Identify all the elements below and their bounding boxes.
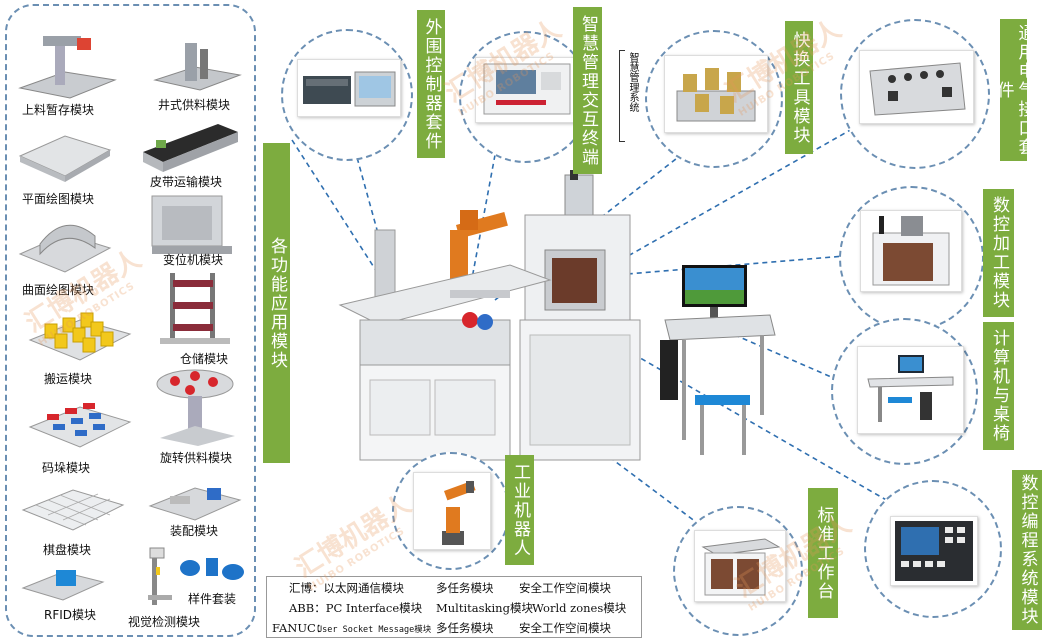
peripheral-controller-image xyxy=(297,59,401,117)
industrial-robot-image xyxy=(413,472,491,550)
module-label: 皮带运输模块 xyxy=(150,175,223,189)
module-label: 码垛模块 xyxy=(42,461,91,475)
module-image-plane-drawing xyxy=(15,118,115,188)
module-label: 旋转供料模块 xyxy=(160,451,233,465)
computer-desk-thumb xyxy=(857,346,964,434)
module-image-rotary-feed xyxy=(150,366,245,448)
socket-message-label: User Socket Message模块 xyxy=(317,625,432,635)
module-label: 棋盘模块 xyxy=(43,543,92,557)
module-label: RFID模块 xyxy=(44,608,97,622)
label-industrial-robot: 工业机器人 xyxy=(505,455,534,565)
module-label: 井式供料模块 xyxy=(158,98,231,112)
module-image-handling xyxy=(25,302,135,370)
label-smart-system: 智慧管理系统 xyxy=(627,52,638,112)
table-row-1-col-1: Multitasking模块 xyxy=(436,601,533,615)
module-label: 装配模块 xyxy=(170,524,219,538)
module-image-curved-drawing xyxy=(15,206,115,278)
cnc-machining-image xyxy=(860,210,962,292)
module-image-positioner xyxy=(140,188,240,258)
module-label: 视觉检测模块 xyxy=(128,615,201,629)
label-computer-desk: 计算机与桌椅 xyxy=(983,322,1014,450)
module-label: 平面绘图模块 xyxy=(22,192,95,206)
standard-table-image xyxy=(694,530,786,602)
label-peripheral-controller: 外围控制器套件 xyxy=(417,10,445,158)
label-standard-table: 标准工作台 xyxy=(808,488,838,618)
module-image-storage xyxy=(155,268,240,348)
label-cnc-programming: 数控编程系统模块 xyxy=(1012,470,1042,630)
table-row-2-col-0: FANUC： xyxy=(272,621,328,635)
module-image-chessboard xyxy=(18,480,128,540)
label-function-modules: 各功能应用模块 xyxy=(263,143,290,463)
module-image-rfid xyxy=(18,560,108,605)
module-image-palletizing xyxy=(25,392,135,460)
robot-capability-table xyxy=(266,576,642,638)
electrical-interface-image xyxy=(859,50,974,124)
module-image-belt-conveyor xyxy=(138,112,243,177)
table-row-0-col-0: 汇博：以太网通信模块 xyxy=(289,581,404,595)
table-row-1-col-0: ABB：PC Interface模块 xyxy=(289,601,423,615)
table-row-2-col-2: 安全工作空间模块 xyxy=(519,621,611,635)
module-label: 样件套装 xyxy=(188,592,237,606)
module-image-assembly xyxy=(145,478,245,528)
table-row-2-col-1: 多任务模块 xyxy=(436,621,494,635)
table-row-0-col-1: 多任务模块 xyxy=(436,581,494,595)
label-cnc-machining: 数控加工模块 xyxy=(983,189,1014,317)
module-image-sample-set xyxy=(178,550,248,585)
module-image-well-feed xyxy=(150,35,245,95)
module-label: 搬运模块 xyxy=(44,372,93,386)
module-label: 曲面绘图模块 xyxy=(22,283,95,297)
smart-terminal-image xyxy=(475,57,579,123)
module-label: 仓储模块 xyxy=(180,352,229,366)
module-image-vision-inspection xyxy=(120,545,175,610)
label-smart-terminal: 智慧管理交互终端 xyxy=(573,7,602,174)
brace xyxy=(619,50,625,142)
central-workstation-image xyxy=(338,170,641,461)
module-label: 变位机模块 xyxy=(163,253,224,267)
computer-desk-image xyxy=(660,265,776,455)
quick-change-image xyxy=(664,55,768,133)
table-row-2-col-0b: User Socket Message模块 xyxy=(317,621,431,635)
label-electrical-interface: 通用电气接口套件 xyxy=(994,19,1035,161)
module-image-feed-buffer xyxy=(15,28,120,103)
label-quick-change: 快换工具模块 xyxy=(785,21,813,154)
cnc-programming-image xyxy=(890,516,978,586)
module-label: 上料暂存模块 xyxy=(22,103,95,117)
table-row-0-col-2: 安全工作空间模块 xyxy=(519,581,611,595)
table-row-1-col-2: World zones模块 xyxy=(532,601,627,615)
